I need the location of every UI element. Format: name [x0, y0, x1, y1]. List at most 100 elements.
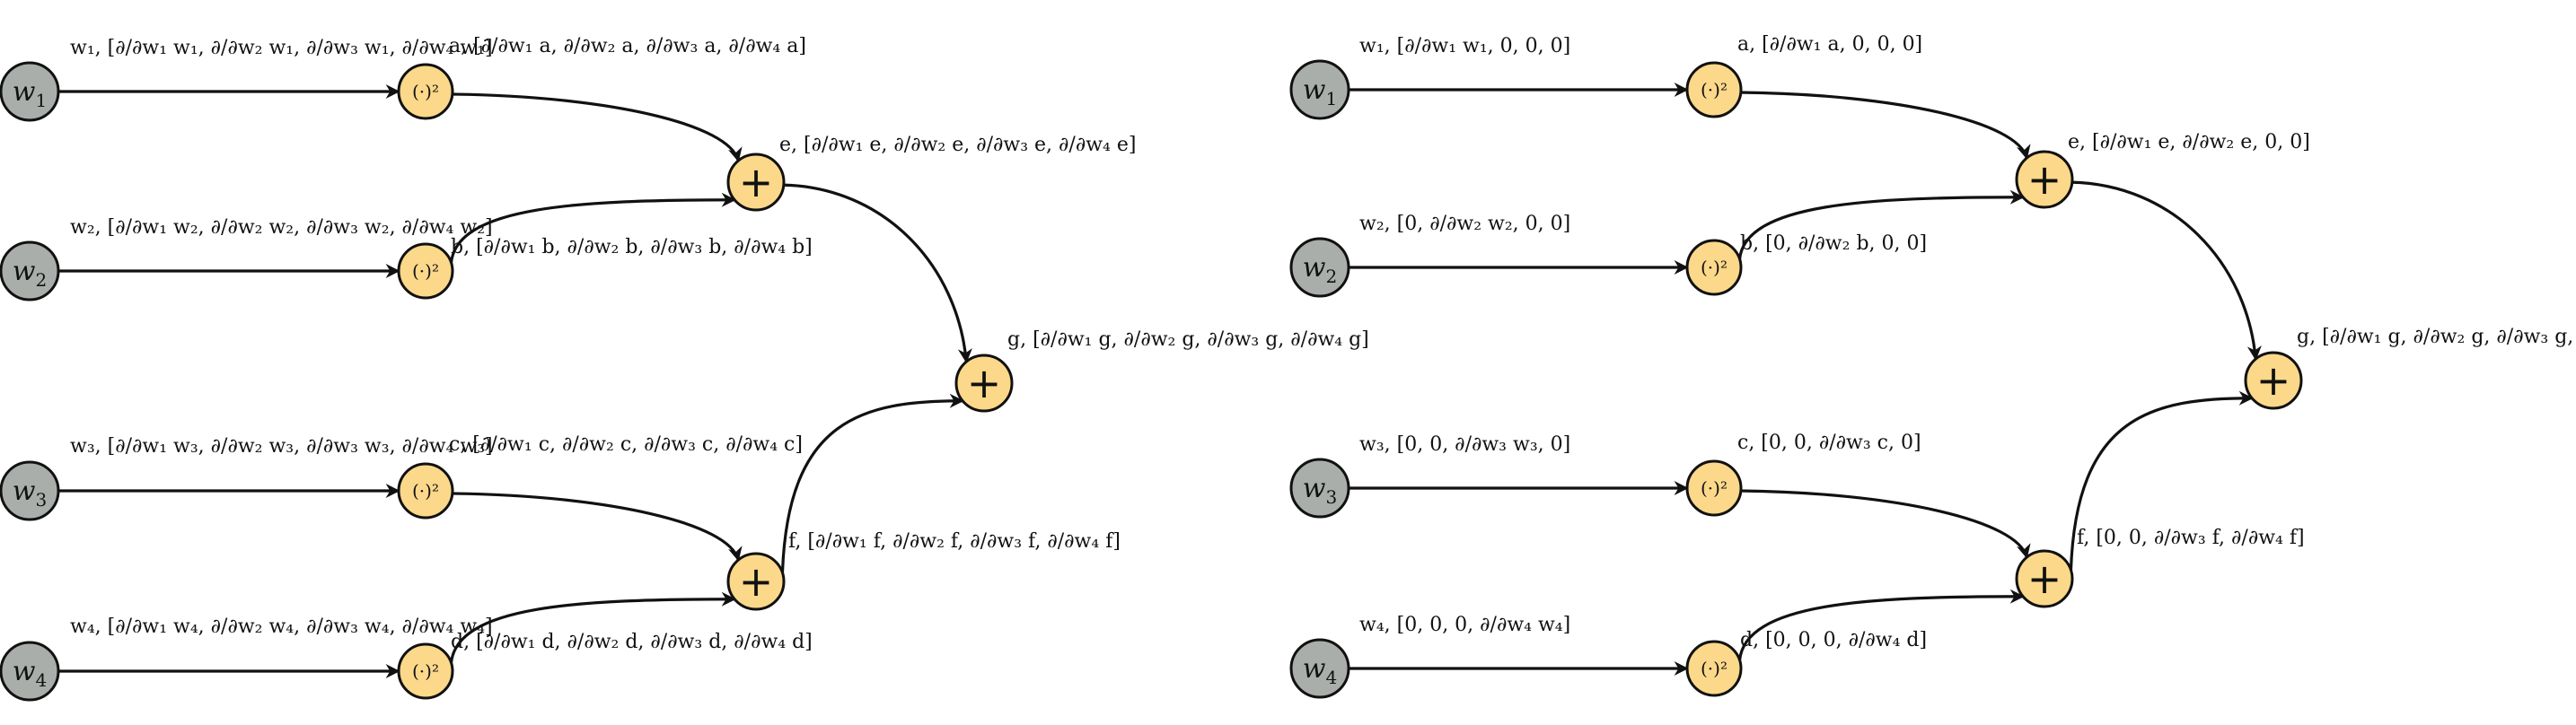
- node-w3-circle: [1289, 458, 1350, 519]
- edge-d-to-f: [1737, 589, 2025, 661]
- node-e-label: +: [739, 158, 774, 206]
- node-f-circle: [726, 552, 786, 611]
- node-w1-circle: [1289, 59, 1350, 120]
- node-w3: w3: [0, 460, 60, 521]
- node-e: +: [2015, 150, 2074, 209]
- node-c-circle: [1685, 459, 1743, 517]
- node-w3-circle: [0, 460, 60, 521]
- node-w4-annotation: w₄, [∂/∂w₁ w₄, ∂/∂w₂ w₄, ∂/∂w₃ w₄, ∂/∂w₄…: [70, 616, 493, 638]
- edge-a-to-e: [1739, 91, 2031, 160]
- node-f-label: +: [2027, 555, 2062, 603]
- node-w1-annotation: w₁, [∂/∂w₁ w₁, 0, 0, 0]: [1359, 35, 1570, 57]
- node-w2-circle: [1289, 237, 1350, 298]
- node-w1: w1: [1289, 59, 1350, 120]
- node-label-sub: 1: [1325, 88, 1337, 109]
- node-w4-annotation: w₄, [0, 0, 0, ∂/∂w₄ w₄]: [1359, 614, 1570, 636]
- node-w4: w4: [0, 641, 60, 702]
- edge-e-to-g: [2070, 180, 2262, 361]
- node-e-circle: [726, 153, 786, 212]
- node-f-annotation: f, [∂/∂w₁ f, ∂/∂w₂ f, ∂/∂w₃ f, ∂/∂w₄ f]: [788, 530, 1121, 553]
- node-a-annotation: a, [∂/∂w₁ a, ∂/∂w₂ a, ∂/∂w₃ a, ∂/∂w₄ a]: [449, 35, 806, 57]
- edge-a-to-e: [451, 92, 743, 162]
- node-w4-circle: [1289, 638, 1350, 699]
- node-label-base: w: [1303, 74, 1326, 106]
- node-w4-label: w4: [1303, 653, 1337, 688]
- node-g: +: [2244, 351, 2303, 410]
- node-w2: w2: [1289, 237, 1350, 298]
- node-a-annotation: a, [∂/∂w₁ a, 0, 0, 0]: [1737, 33, 1922, 56]
- node-w3: w3: [1289, 458, 1350, 519]
- node-g-annotation: g, [∂/∂w₁ g, ∂/∂w₂ g, ∂/∂w₃ g, ∂/∂w₄ g]: [1007, 328, 1369, 351]
- node-f-label: +: [739, 557, 774, 606]
- node-e-annotation: e, [∂/∂w₁ e, ∂/∂w₂ e, ∂/∂w₃ e, ∂/∂w₄ e]: [779, 134, 1136, 156]
- node-a: (·)²: [1685, 61, 1743, 118]
- node-label-sub: 4: [1325, 667, 1337, 688]
- edge-c-to-f: [451, 492, 743, 562]
- node-c-label: (·)²: [412, 480, 439, 502]
- node-label-sub: 2: [35, 269, 47, 291]
- node-label-base: w: [13, 656, 36, 687]
- node-e-circle: [2015, 150, 2074, 209]
- node-f-circle: [2015, 549, 2074, 608]
- node-f-annotation: f, [0, 0, ∂/∂w₃ f, ∂/∂w₄ f]: [2077, 527, 2305, 549]
- node-w4-circle: [0, 641, 60, 702]
- node-w3-label: w3: [13, 476, 47, 511]
- node-b-circle: [397, 242, 454, 300]
- node-w2-label: w2: [13, 256, 47, 291]
- node-c-annotation: c, [0, 0, ∂/∂w₃ c, 0]: [1737, 432, 1921, 454]
- node-w1-annotation: w₁, [∂/∂w₁ w₁, ∂/∂w₂ w₁, ∂/∂w₃ w₁, ∂/∂w₄…: [70, 37, 493, 59]
- node-w2: w2: [0, 240, 60, 301]
- node-label-base: w: [13, 476, 36, 507]
- node-w2-label: w2: [1303, 252, 1337, 287]
- node-d-label: (·)²: [412, 660, 439, 682]
- node-g-circle: [954, 354, 1014, 413]
- node-d-annotation: d, [0, 0, 0, ∂/∂w₄ d]: [1740, 629, 1927, 651]
- node-d: (·)²: [1685, 640, 1743, 697]
- edge-b-to-e: [449, 192, 736, 264]
- node-b-label: (·)²: [412, 260, 439, 282]
- node-g-label: +: [2256, 356, 2291, 405]
- node-b-annotation: b, [0, ∂/∂w₂ b, 0, 0]: [1740, 232, 1927, 255]
- node-c: (·)²: [397, 462, 454, 520]
- node-d-annotation: d, [∂/∂w₁ d, ∂/∂w₂ d, ∂/∂w₃ d, ∂/∂w₄ d]: [451, 631, 813, 653]
- node-g-circle: [2244, 351, 2303, 410]
- node-c-label: (·)²: [1701, 477, 1728, 499]
- node-w4-label: w4: [13, 656, 47, 691]
- node-w1-label: w1: [13, 76, 47, 111]
- node-w3-annotation: w₃, [∂/∂w₁ w₃, ∂/∂w₂ w₃, ∂/∂w₃ w₃, ∂/∂w₄…: [70, 435, 493, 458]
- node-w1-circle: [0, 61, 60, 122]
- node-w1: w1: [0, 61, 60, 122]
- node-label-base: w: [1303, 252, 1326, 284]
- node-a-label: (·)²: [1701, 79, 1728, 100]
- node-w3-label: w3: [1303, 473, 1337, 508]
- node-d-label: (·)²: [1701, 658, 1728, 679]
- node-g-annotation: g, [∂/∂w₁ g, ∂/∂w₂ g, ∂/∂w₃ g, ∂/∂w₄ g]: [2297, 326, 2576, 348]
- node-label-base: w: [13, 76, 36, 108]
- node-e-label: +: [2027, 155, 2062, 204]
- edge-d-to-f: [449, 591, 736, 664]
- node-w2-annotation: w₂, [0, ∂/∂w₂ w₂, 0, 0]: [1359, 213, 1570, 235]
- node-label-base: w: [13, 256, 36, 287]
- node-e-annotation: e, [∂/∂w₁ e, ∂/∂w₂ e, 0, 0]: [2068, 131, 2310, 153]
- node-b-annotation: b, [∂/∂w₁ b, ∂/∂w₂ b, ∂/∂w₃ b, ∂/∂w₄ b]: [451, 236, 813, 258]
- edge-c-to-f: [1739, 489, 2031, 559]
- node-label-base: w: [1303, 473, 1326, 504]
- node-b-circle: [1685, 239, 1743, 296]
- node-label-sub: 3: [35, 489, 47, 511]
- node-c-circle: [397, 462, 454, 520]
- node-f: +: [2015, 549, 2074, 608]
- node-b: (·)²: [1685, 239, 1743, 296]
- node-d: (·)²: [397, 642, 454, 700]
- node-g-label: +: [967, 359, 1002, 407]
- node-label-sub: 4: [35, 669, 47, 691]
- node-d-circle: [1685, 640, 1743, 697]
- node-w3-annotation: w₃, [0, 0, ∂/∂w₃ w₃, 0]: [1359, 433, 1570, 456]
- node-a-label: (·)²: [412, 81, 439, 102]
- node-w2-circle: [0, 240, 60, 301]
- node-label-base: w: [1303, 653, 1326, 685]
- node-b-label: (·)²: [1701, 257, 1728, 278]
